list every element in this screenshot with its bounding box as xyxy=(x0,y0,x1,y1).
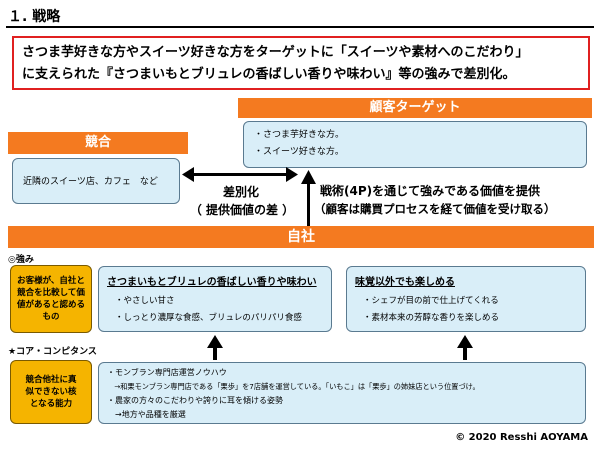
core-competence-card: ・モンブラン専門店運営ノウハウ →和栗モンブラン専門店である「栗歩」を7店舗を運… xyxy=(98,362,586,424)
arrow-right-icon xyxy=(286,167,298,182)
strategy-summary-line2: に支えられた『さつまいもとブリュレの香ばしい香りや味わい』等の強みで差別化。 xyxy=(22,67,516,82)
arrow-left-icon xyxy=(182,167,194,182)
strategy-summary-line1: さつま芋好きな方やスイーツ好きな方をターゲットに「スイーツや素材へのこだわり」 xyxy=(22,45,529,60)
competition-header: 競合 xyxy=(8,132,188,154)
differentiation-arrow xyxy=(190,173,290,176)
core-item: ・モンブラン専門店運営ノウハウ xyxy=(107,368,227,377)
arrow-up-icon xyxy=(457,335,473,348)
strength-left-item: ・やさしい甘さ xyxy=(115,296,175,306)
core-competence-definition-text: 競合他社に真似できない核となる能力 xyxy=(25,375,77,409)
differentiation-label: 差別化 xyxy=(222,185,259,199)
target-box: ・さつま芋好きな方。 ・スイーツ好きな方。 xyxy=(243,121,587,168)
tactics-label: 戦術(4P)を通じて強みである価値を提供 xyxy=(320,184,540,198)
arrow-up-icon xyxy=(301,170,316,184)
target-header: 顧客ターゲット xyxy=(238,98,592,118)
core-item: ・農家の方々のこだわりや誇りに耳を傾ける姿勢 xyxy=(107,396,283,405)
strength-left-item: ・しっとり濃厚な食感、ブリュレのパリパリ食感 xyxy=(115,313,302,323)
strengths-definition-text: お客様が、自社と競合を比較して価値があると認めるもの xyxy=(16,276,85,322)
target-item: ・さつま芋好きな方。 xyxy=(254,130,345,140)
strengths-definition: お客様が、自社と競合を比較して価値があると認めるもの xyxy=(10,265,92,333)
tactics-arrow xyxy=(307,182,310,226)
title-divider xyxy=(6,26,594,28)
competition-box: 近隣のスイーツ店、カフェ など xyxy=(12,158,180,204)
strength-card-left: さつまいもとブリュレの香ばしい香りや味わい ・やさしい甘さ ・しっとり濃厚な食感… xyxy=(98,266,332,332)
differentiation-sub: （ 提供価値の差 ） xyxy=(189,203,295,217)
core-item: →地方や品種を厳選 xyxy=(107,410,186,419)
core-to-strength-arrow xyxy=(463,346,467,360)
copyright-text: © 2020 Resshi AOYAMA xyxy=(455,432,588,443)
company-header: 自社 xyxy=(8,226,594,248)
page-title: １. 戦略 xyxy=(8,9,61,25)
tactics-sub: （顧客は購買プロセスを経て価値を受け取る） xyxy=(314,202,556,216)
core-competence-definition: 競合他社に真似できない核となる能力 xyxy=(10,360,92,424)
competition-content: 近隣のスイーツ店、カフェ など xyxy=(23,177,158,187)
core-competence-label: ★コア・コンピタンス xyxy=(8,347,97,357)
strengths-label: ◎強み xyxy=(8,255,34,265)
strength-card-right: 味覚以外でも楽しめる ・シェフが目の前で仕上げてくれる ・素材本来の芳醇な香りを… xyxy=(346,266,586,332)
strength-right-item: ・シェフが目の前で仕上げてくれる xyxy=(363,296,499,306)
strategy-summary-box: さつま芋好きな方やスイーツ好きな方をターゲットに「スイーツや素材へのこだわり」 … xyxy=(12,36,590,90)
strength-right-item: ・素材本来の芳醇な香りを楽しめる xyxy=(363,313,500,323)
arrow-up-icon xyxy=(207,335,223,348)
core-item: →和栗モンブラン専門店である「栗歩」を7店舗を運営している。「いもこ」は「栗歩」… xyxy=(107,382,480,391)
core-to-strength-arrow xyxy=(213,346,217,360)
strength-right-title: 味覚以外でも楽しめる xyxy=(355,277,455,288)
target-item: ・スイーツ好きな方。 xyxy=(254,147,344,157)
strength-left-title: さつまいもとブリュレの香ばしい香りや味わい xyxy=(107,277,317,288)
